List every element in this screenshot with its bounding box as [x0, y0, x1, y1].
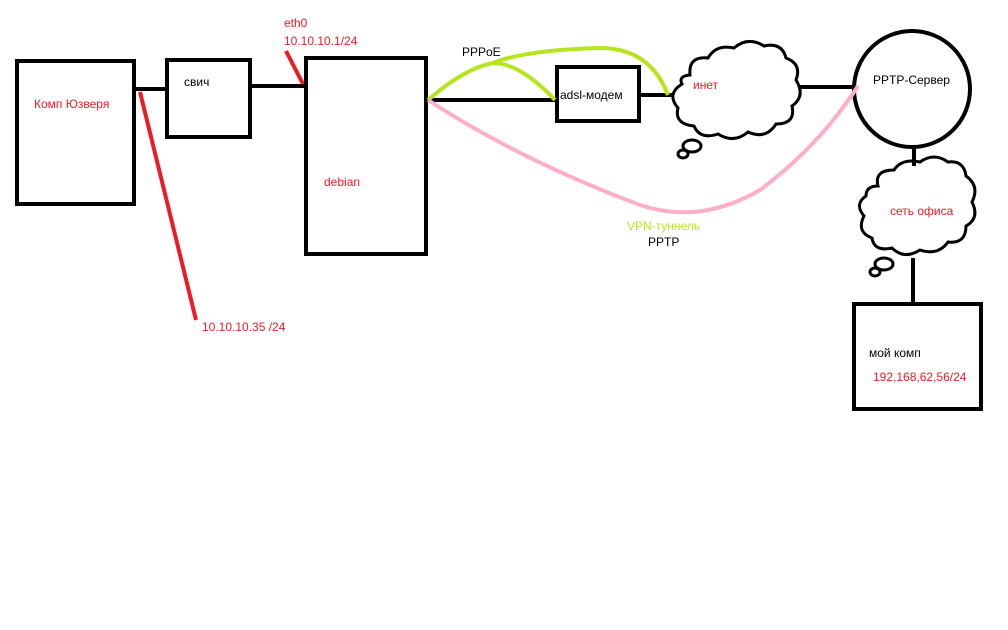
pptp-server-label: PPTP-Сервер [873, 73, 950, 87]
vpn-tunnel-link [426, 84, 860, 215]
user-pc-box [15, 59, 136, 206]
internet-cloud [671, 40, 802, 140]
user-ip-pointer [138, 91, 198, 321]
internet-label: инет [693, 78, 719, 92]
vpn-tunnel-label: VPN-туннель [627, 219, 701, 233]
my-pc-box [852, 302, 983, 411]
eth0-ip-annotation: 10.10.10.1/24 [284, 34, 358, 48]
debian-label: debian [324, 175, 361, 189]
pppoe-label: PPPoE [462, 45, 501, 59]
modem-label: adsl-модем [560, 88, 623, 102]
user-pc-label: Комп Юзверя [34, 97, 110, 111]
switch-box [165, 58, 252, 139]
eth0-pointer [284, 50, 305, 85]
office-cloud [858, 155, 977, 256]
pppoe-link [426, 60, 557, 102]
office-cloud-bubble-2 [868, 266, 882, 278]
office-cloud-bubble-1 [873, 256, 895, 272]
eth0-name-annotation: eth0 [284, 16, 308, 30]
pptp-label: PPTP [648, 235, 680, 249]
my-pc-label: мой комп [869, 346, 921, 360]
my-pc-ip: 192,168,62,56/24 [873, 370, 967, 384]
switch-label: свич [184, 75, 210, 89]
office-net-label: сеть офиса [890, 204, 954, 218]
user-ip-annotation: 10.10.10.35 /24 [202, 320, 286, 334]
pptp-server-circle [852, 29, 972, 149]
pppoe-link-upper [492, 45, 670, 96]
internet-cloud-bubble-1 [681, 138, 703, 154]
debian-box [304, 56, 428, 256]
internet-cloud-bubble-2 [676, 148, 690, 160]
